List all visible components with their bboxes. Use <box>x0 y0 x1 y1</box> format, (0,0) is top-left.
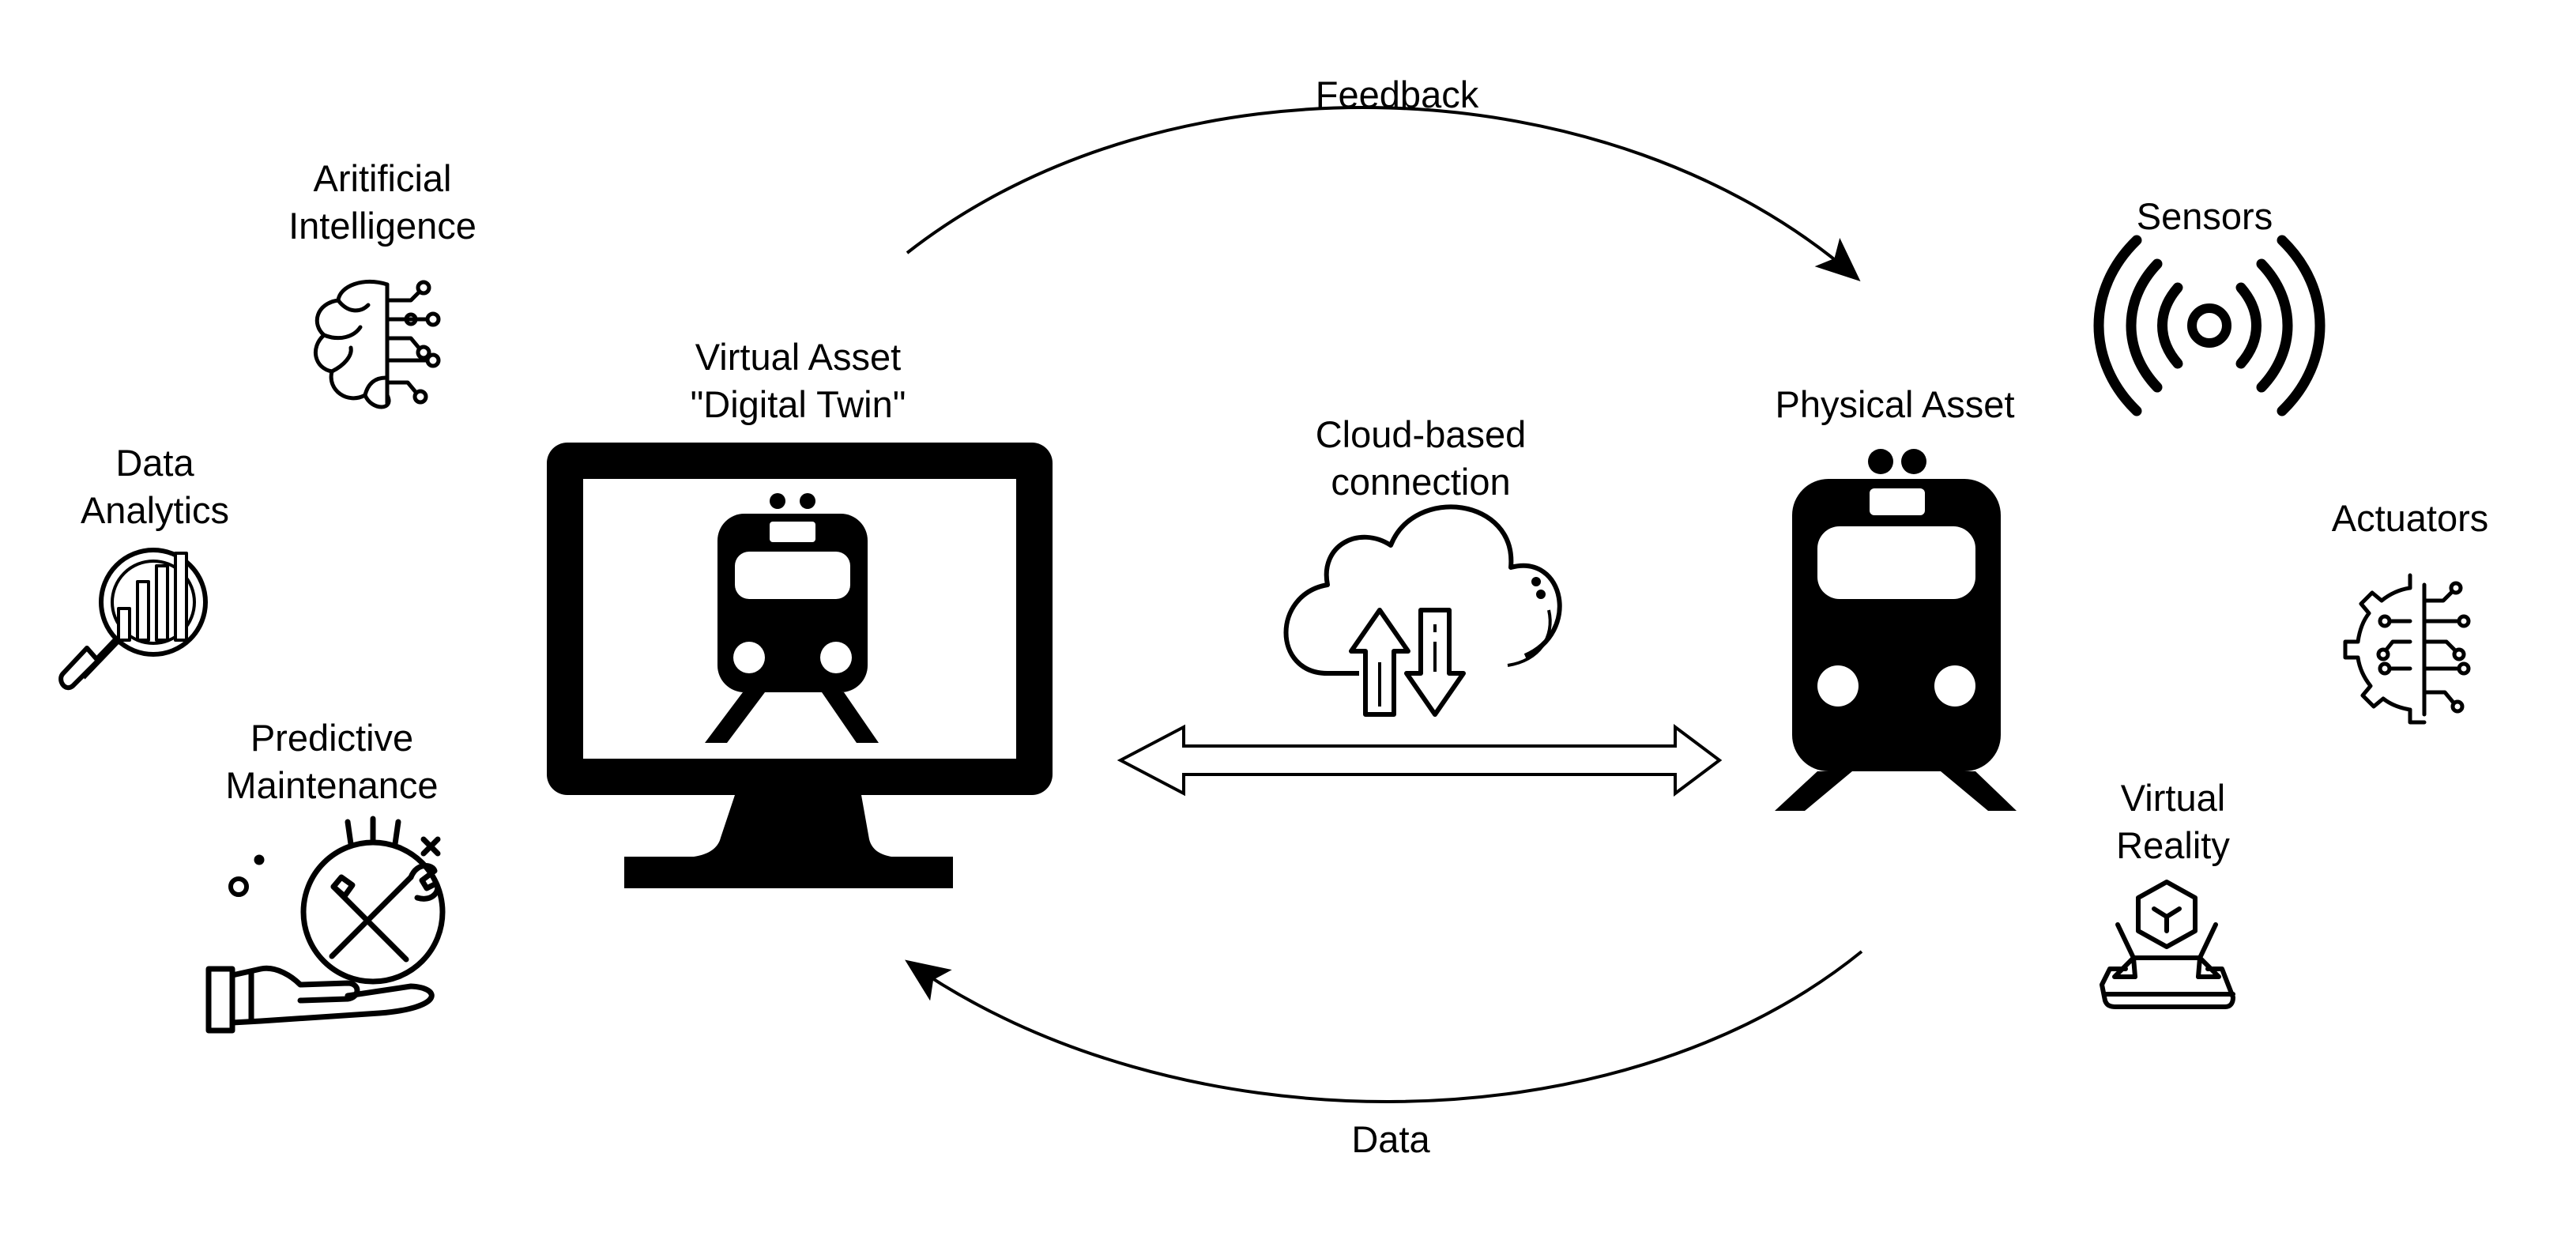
cloud-updown-icon <box>1283 504 1562 717</box>
cloud-label-line1: Cloud-based <box>1315 413 1527 455</box>
vr-cube-icon <box>2100 880 2235 1009</box>
data-label: Data <box>1351 1118 1430 1160</box>
physical-asset-label: Physical Asset <box>1775 383 2015 425</box>
virtual-asset-line1: Virtual Asset <box>695 336 902 378</box>
predictive-maintenance-label: Predictive Maintenance <box>225 714 438 809</box>
virtual-asset-label: Virtual Asset "Digital Twin" <box>691 333 906 428</box>
bidirectional-arrow <box>1117 724 1723 797</box>
virtual-reality-label: Virtual Reality <box>2116 774 2230 869</box>
ai-label: Aritificial Intelligence <box>288 155 476 250</box>
feedback-label: Feedback <box>1315 73 1479 115</box>
predictive-maintenance-line1: Predictive <box>250 717 414 759</box>
hand-tools-globe-icon <box>205 816 446 1034</box>
virtual-reality-line2: Reality <box>2116 824 2230 866</box>
virtual-reality-line1: Virtual <box>2120 777 2226 819</box>
ai-label-line1: Aritificial <box>313 157 452 199</box>
data-analytics-line1: Data <box>115 442 194 484</box>
wireless-signal-icon <box>2093 235 2326 416</box>
feedback-arrow <box>906 106 1861 281</box>
predictive-maintenance-line2: Maintenance <box>225 764 439 806</box>
virtual-train-icon <box>705 493 879 743</box>
data-arrow <box>905 950 1863 1103</box>
gear-circuit-icon <box>2343 573 2471 725</box>
brain-circuit-icon <box>314 280 441 409</box>
data-analytics-line2: Analytics <box>80 489 230 531</box>
sensors-label: Sensors <box>2136 195 2273 237</box>
ai-label-line2: Intelligence <box>288 205 476 247</box>
magnifier-chart-icon <box>58 548 208 690</box>
actuators-label: Actuators <box>2331 497 2489 539</box>
data-analytics-label: Data Analytics <box>81 439 229 534</box>
virtual-asset-line2: "Digital Twin" <box>690 383 906 425</box>
cloud-label: Cloud-based connection <box>1316 411 1527 506</box>
cloud-label-line2: connection <box>1331 461 1511 503</box>
physical-train-icon <box>1775 449 2017 811</box>
